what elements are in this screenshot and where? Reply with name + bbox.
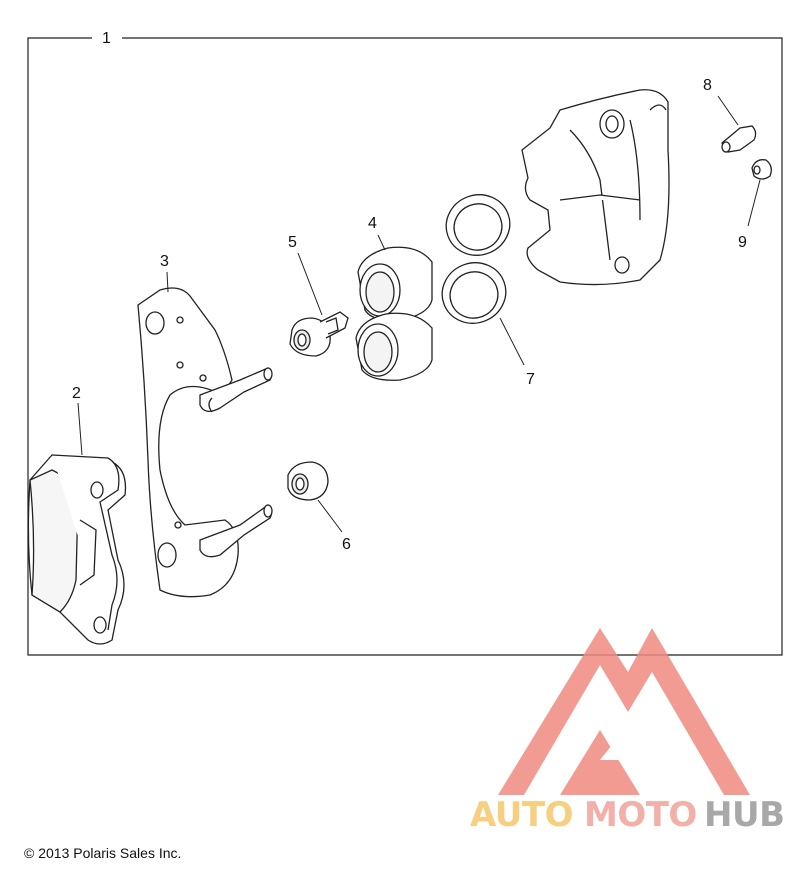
automotohub-logo: AUTO MOTO HUB: [470, 628, 785, 835]
callout-2: 2: [72, 385, 81, 402]
brake-pad-set: [27, 454, 127, 645]
callout-4: 4: [368, 215, 377, 232]
caliper-pistons: [355, 246, 433, 381]
bleeder-screw: [721, 125, 757, 153]
callout-1: 1: [102, 30, 111, 47]
callout-6: 6: [342, 536, 351, 553]
bleeder-cap: [751, 159, 772, 180]
callout-5: 5: [288, 234, 297, 251]
piston-seals: [441, 194, 511, 324]
pin-boot: [287, 461, 329, 501]
caliper-body: [521, 89, 670, 286]
callout-9: 9: [738, 234, 747, 251]
logo-text-auto: AUTO: [470, 795, 573, 835]
callout-7: 7: [526, 371, 535, 388]
assembly-frame: [27, 37, 783, 656]
logo-text-hub: HUB: [704, 795, 784, 835]
logo-text-moto: MOTO: [584, 795, 697, 835]
caliper-bracket: [137, 287, 273, 598]
callout-3: 3: [160, 253, 169, 270]
copyright-text: © 2013 Polaris Sales Inc.: [24, 845, 182, 861]
pin-boot-with-bolt: [289, 311, 349, 357]
callout-8: 8: [703, 77, 712, 94]
